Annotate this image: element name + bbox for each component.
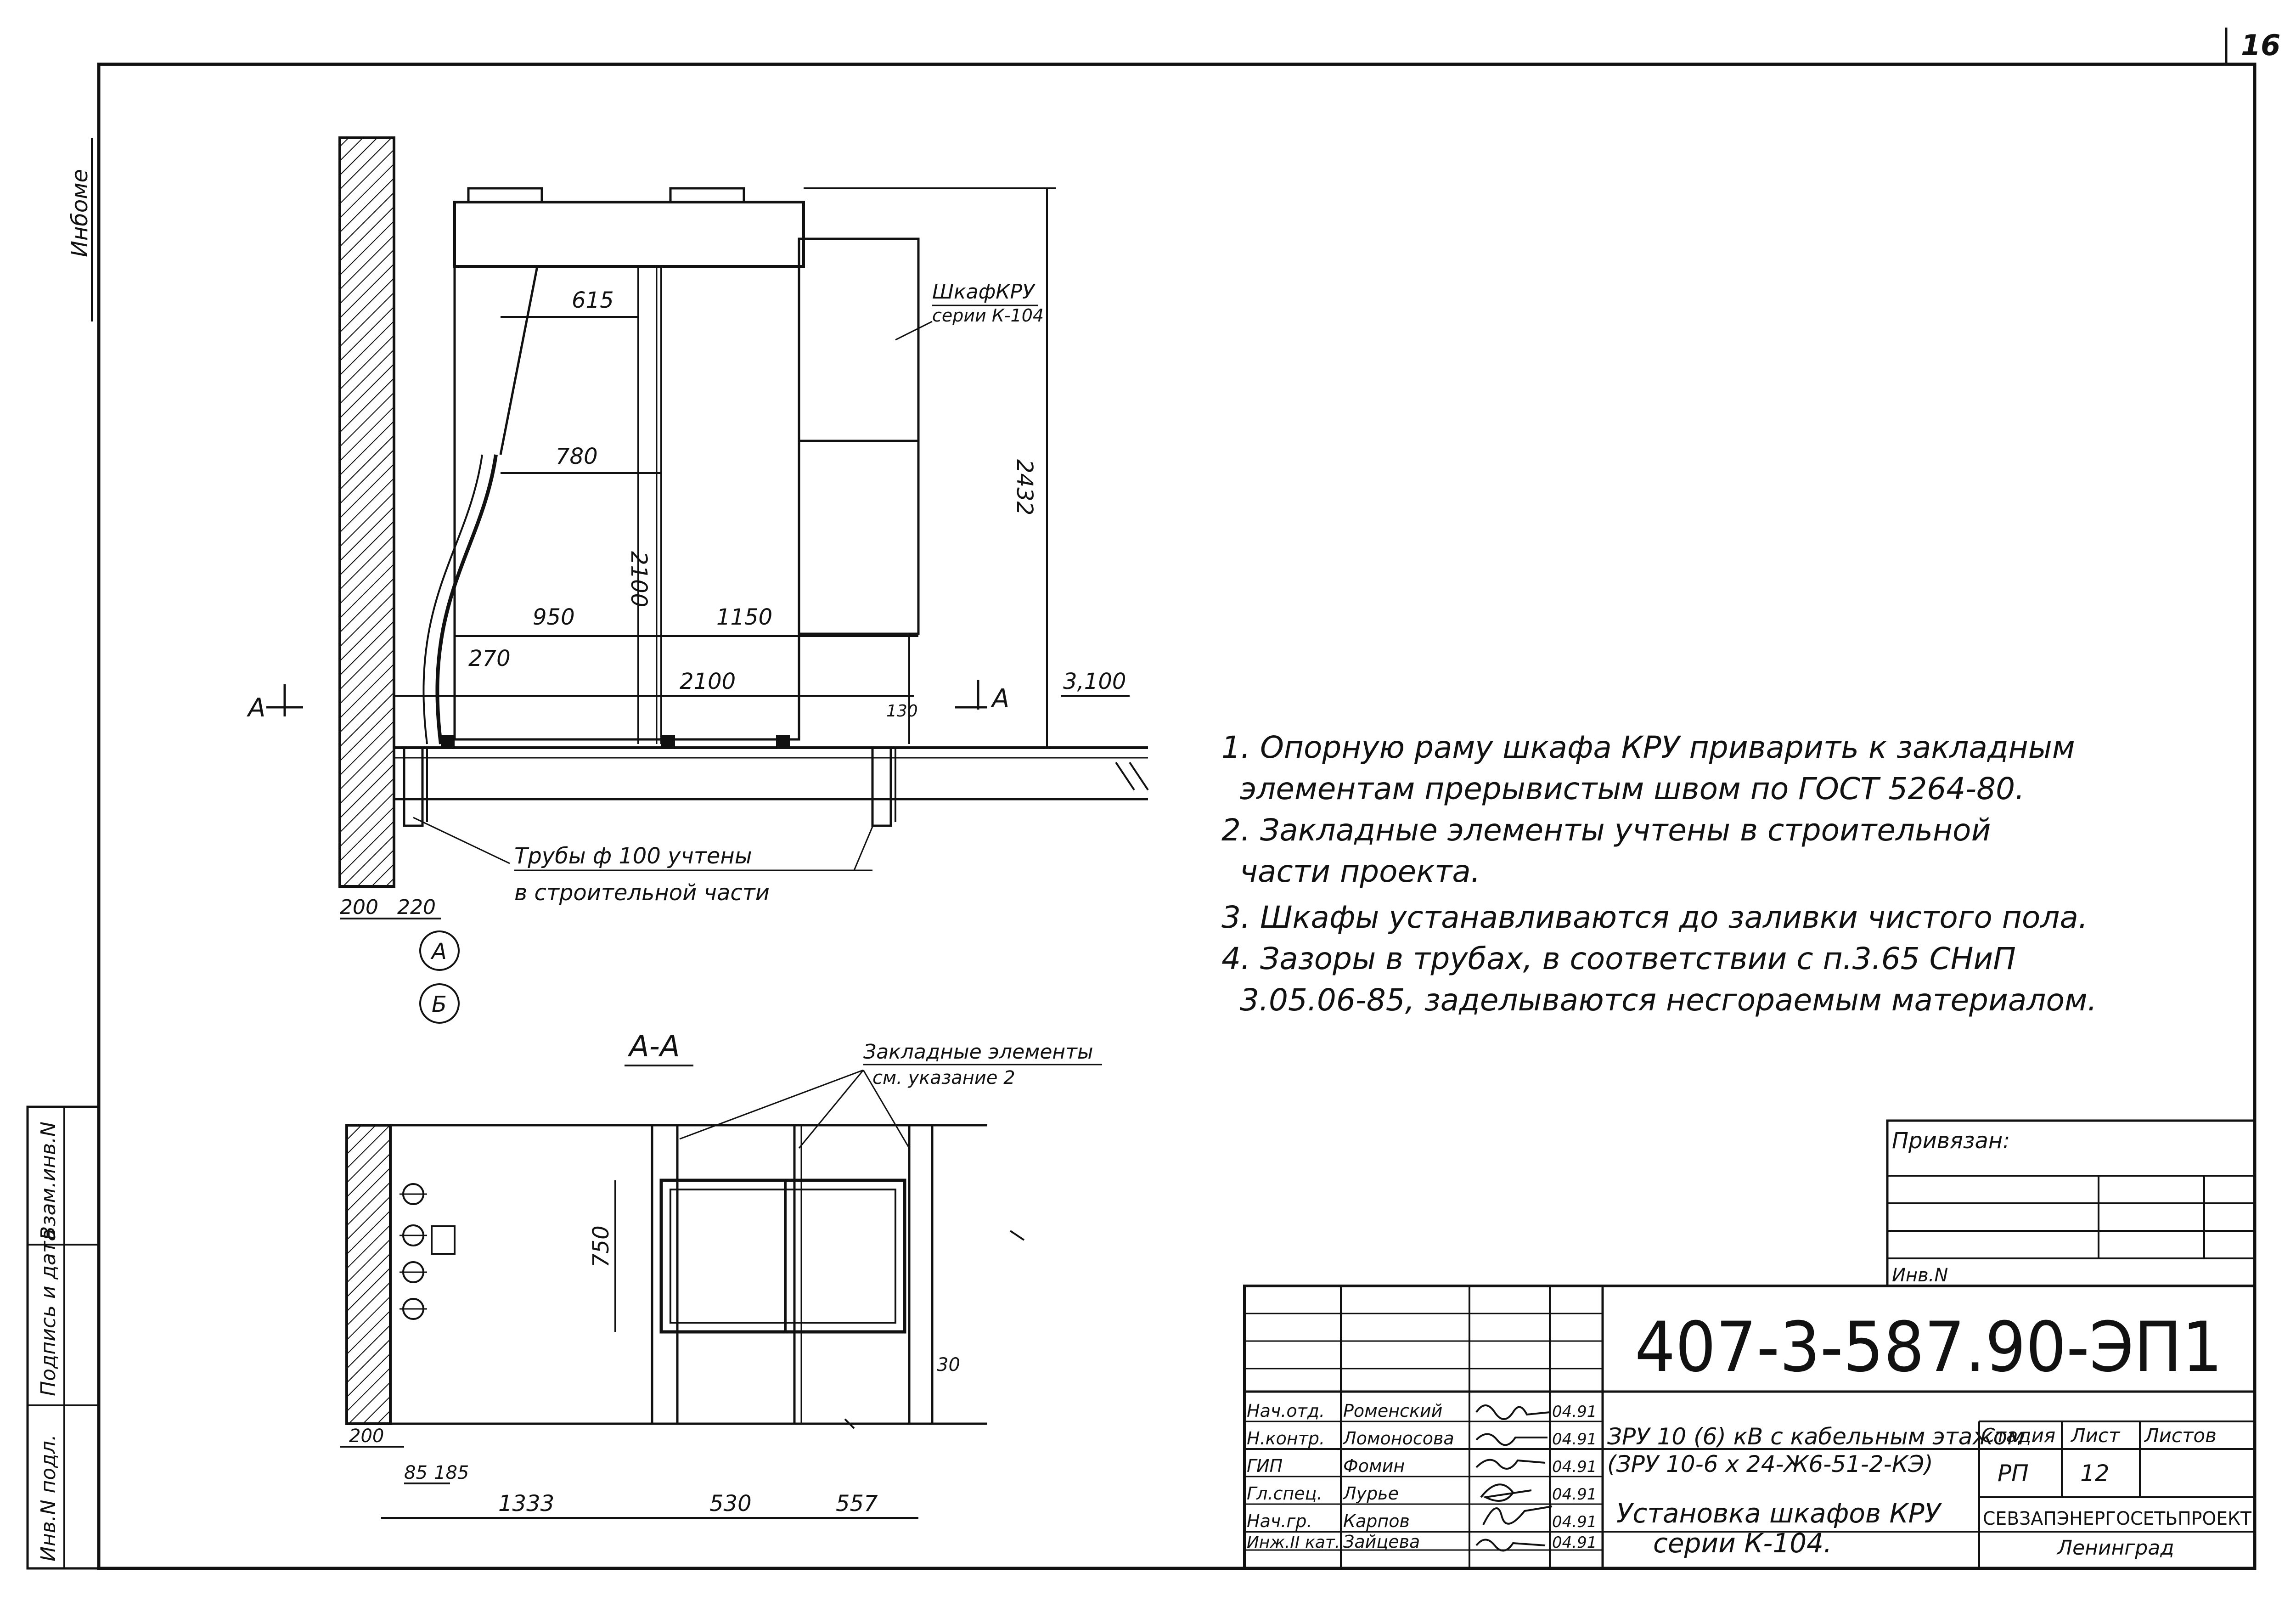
section-mark-left: А (247, 693, 265, 723)
signature-rows: Нач.отд. Роменский 04.91 Н.контр. Ломоно… (1247, 1401, 1597, 1552)
note-line-5: 3. Шкафы устанавливаются до заливки чист… (1221, 900, 2088, 935)
dim-270: 270 (468, 646, 511, 671)
kru-cabinet (403, 187, 920, 827)
dim-200-plan: 200 (349, 1426, 384, 1447)
dim-530: 530 (709, 1491, 752, 1516)
margin-stamp: Инбоме (67, 169, 93, 257)
sig-date-3: 04.91 (1552, 1458, 1597, 1476)
dim-200: 200 (340, 896, 378, 919)
floor-slab (394, 746, 1149, 800)
wall-hatch (338, 136, 395, 888)
sheet-label: Лист (2070, 1424, 2121, 1447)
org-name: СЕВЗАПЭНЕРГОСЕТЬПРОЕКТ (1983, 1508, 2252, 1529)
section-mark-right: А (990, 684, 1009, 714)
embedded-frame-outer (659, 1178, 906, 1334)
plan-dimensions: 750 30 200 85 185 1333 530 557 (340, 1180, 960, 1519)
org-city: Ленинград (2056, 1536, 2174, 1560)
sig-role-1: Нач.отд. (1247, 1401, 1325, 1421)
dim-220: 220 (397, 896, 436, 919)
sig-name-4: Лурье (1342, 1483, 1399, 1504)
sig-name-1: Роменский (1343, 1401, 1442, 1421)
page-number: 16 (2241, 28, 2280, 62)
sig-date-1: 04.91 (1552, 1403, 1597, 1421)
stamp-replace-inv: Взам.инв.N (37, 1122, 60, 1240)
dim-557: 557 (836, 1491, 878, 1516)
notes-block: 1. Опорную раму шкафа КРУ приварить к за… (1221, 730, 2097, 1018)
axis-a-label: А (430, 939, 447, 964)
dim-780: 780 (556, 444, 598, 469)
dim-2100-vertical: 2100 (626, 551, 652, 607)
sheet-no-value: 12 (2080, 1460, 2110, 1487)
dim-30: 30 (937, 1354, 960, 1376)
dim-2432: 2432 (1012, 459, 1037, 515)
note-line-3: 2. Закладные элементы учтены в строитель… (1221, 812, 1991, 848)
sheet-frame: 16 Инбоме Инв.N подл. Подпись и дата Вза… (26, 28, 2280, 1570)
dim-185: 185 (434, 1462, 469, 1483)
sig-date-5: 04.91 (1552, 1513, 1597, 1531)
note-line-1: 1. Опорную раму шкафа КРУ приварить к за… (1221, 730, 2075, 765)
title-block: 407-3-587.90-ЭП1 ЗРУ 10 (6) кВ с кабельн… (1243, 1285, 2256, 1570)
note-line-6: 4. Зазоры в трубах, в соответствии с п.3… (1221, 941, 2016, 976)
sig-date-2: 04.91 (1552, 1430, 1597, 1449)
elevation-dimensions: 615 780 2100 2432 950 1150 270 2100 130 … (340, 187, 1130, 919)
sig-role-5: Нач.гр. (1247, 1511, 1312, 1531)
dim-130: 130 (886, 702, 918, 721)
object-line1: ЗРУ 10 (6) кВ с кабельным этажом (1607, 1423, 2025, 1450)
sheets-label: Листов (2144, 1424, 2217, 1447)
side-stamp: Инв.N подл. Подпись и дата Взам.инв.N (26, 1105, 100, 1570)
dim-1333: 1333 (498, 1491, 554, 1516)
stage-label: Стадия (1981, 1424, 2055, 1447)
dim-750: 750 (588, 1225, 614, 1268)
cabinet-label-line1: ШкафКРУ (932, 280, 1036, 304)
embedded-frame-inner (670, 1189, 896, 1324)
cabinet-label-line2: серии К-104 (932, 305, 1044, 326)
sig-role-6: Инж.II кат. (1247, 1533, 1340, 1552)
dim-2100-horizontal: 2100 (680, 669, 736, 694)
sig-date-6: 04.91 (1552, 1533, 1597, 1552)
pipes-note-line1: Трубы ф 100 учтены (514, 843, 752, 869)
plan-section-aa: А-А Закладные элементы см. указание 2 (340, 1030, 1102, 1519)
dim-615: 615 (572, 288, 614, 313)
pipe-circles (400, 1183, 456, 1320)
axis-b-label: Б (432, 992, 447, 1017)
elevation-view: 615 780 2100 2432 950 1150 270 2100 130 … (247, 136, 1149, 1024)
sig-date-4: 04.91 (1552, 1485, 1597, 1504)
pipes-note-line2: в строительной части (514, 880, 770, 906)
dim-950: 950 (533, 604, 575, 630)
doc-code: 407-3-587.90-ЭП1 (1635, 1308, 2223, 1387)
axis-bubble-a: А (419, 930, 460, 971)
note-line-4: части проекта. (1240, 854, 1480, 889)
signature-scribbles (1475, 1404, 1553, 1552)
note-line-2: элементам прерывистым швом по ГОСТ 5264-… (1240, 771, 2025, 806)
level-mark: 3,100 (1063, 669, 1126, 694)
sheet-title-line2: серии К-104. (1653, 1528, 1832, 1559)
dim-85: 85 (404, 1462, 428, 1483)
sig-name-3: Фомин (1343, 1456, 1405, 1476)
stamp-sign-date: Подпись и дата (37, 1229, 60, 1396)
note-line-7: 3.05.06-85, заделываются несгораемым мат… (1240, 982, 2097, 1018)
object-line2: (ЗРУ 10-6 х 24-Ж6-51-2-КЭ) (1607, 1451, 1933, 1477)
stamp-inv-orig: Инв.N подл. (37, 1434, 60, 1562)
binding-inv: Инв.N (1892, 1265, 1948, 1286)
section-title: А-А (627, 1030, 680, 1064)
sig-role-2: Н.контр. (1247, 1428, 1325, 1449)
embedded-note-line1: Закладные элементы (863, 1040, 1093, 1064)
dim-1150: 1150 (716, 604, 772, 630)
plan-wall-hatch (345, 1124, 392, 1425)
sig-name-6: Зайцева (1343, 1532, 1420, 1552)
sig-role-3: ГИП (1247, 1456, 1283, 1476)
embedded-note-line2: см. указание 2 (872, 1067, 1015, 1088)
stage-value: РП (1998, 1460, 2029, 1487)
axis-bubble-b: Б (419, 983, 460, 1024)
sig-name-2: Ломоносова (1342, 1428, 1454, 1449)
binding-title: Привязан: (1892, 1128, 2010, 1154)
sig-name-5: Карпов (1343, 1511, 1410, 1531)
sig-role-4: Гл.спец. (1247, 1483, 1322, 1504)
sheet-title-line1: Установка шкафов КРУ (1616, 1498, 1942, 1529)
binding-block: Привязан: Инв.N (1886, 1119, 2256, 1287)
